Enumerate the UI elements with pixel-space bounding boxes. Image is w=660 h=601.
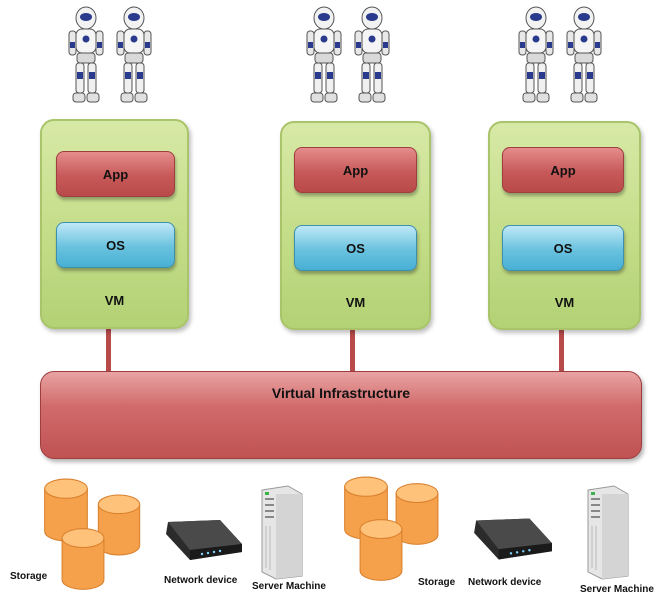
robot-pair-3 xyxy=(510,4,610,108)
os-block: OS xyxy=(294,225,417,271)
network-device-1 xyxy=(162,514,244,566)
vm-box-2: App OS VM xyxy=(280,121,431,330)
robot-icon xyxy=(518,6,602,103)
storage-group-2 xyxy=(340,474,450,594)
robot-pair-1 xyxy=(60,4,160,108)
os-block: OS xyxy=(56,222,175,268)
network-device-2 xyxy=(470,512,554,566)
network-device-label-2: Network device xyxy=(468,577,542,588)
os-block: OS xyxy=(502,225,624,271)
robot-icon xyxy=(306,6,390,103)
server-machine-label-1: Server Machine xyxy=(252,581,326,592)
app-block: App xyxy=(56,151,175,197)
vm-connector-2 xyxy=(350,326,355,372)
virtual-infrastructure-label: Virtual Infrastructure xyxy=(271,385,411,401)
vm-box-3: App OS VM xyxy=(488,121,641,330)
vm-connector-1 xyxy=(106,326,111,372)
network-device-label-1: Network device xyxy=(164,575,238,586)
robot-icon xyxy=(68,6,152,103)
vm-box-1: App OS VM xyxy=(40,119,189,329)
vm-label: VM xyxy=(104,293,125,308)
vm-label: VM xyxy=(554,295,575,310)
network-device-icon xyxy=(474,518,552,560)
virtual-infrastructure-bar: Virtual Infrastructure xyxy=(40,371,642,459)
storage-cylinder-icon xyxy=(44,478,141,590)
robot-pair-2 xyxy=(298,4,398,108)
storage-label-1: Storage xyxy=(10,571,48,582)
storage-label-2: Storage xyxy=(418,577,456,588)
storage-cylinder-icon xyxy=(344,476,439,581)
storage-group-1 xyxy=(40,476,150,596)
vm-connector-3 xyxy=(559,326,564,372)
vm-label: VM xyxy=(345,295,366,310)
server-machine-label-2: Server Machine xyxy=(580,584,654,595)
server-machine-2 xyxy=(584,484,632,580)
network-device-icon xyxy=(166,520,242,560)
app-block: App xyxy=(294,147,417,193)
server-machine-1 xyxy=(258,484,306,580)
app-block: App xyxy=(502,147,624,193)
server-tower-icon xyxy=(587,485,629,580)
server-tower-icon xyxy=(261,485,303,580)
